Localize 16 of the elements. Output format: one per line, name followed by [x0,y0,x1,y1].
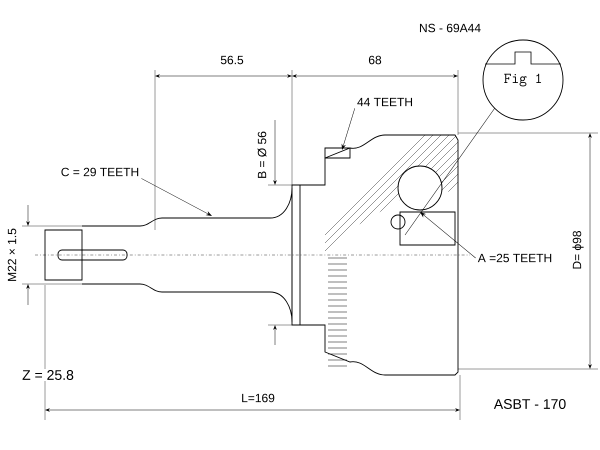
part-number: ASBT - 170 [492,398,568,410]
dimension-label: B = Ø 56 [256,130,268,180]
callout-text: 44 TEETH [355,96,415,108]
dimension-label: 68 [367,54,383,66]
dimension-label: 56.5 [219,54,245,66]
dimension-label: M22 × 1.5 [6,227,18,283]
dimension-label: L=169 [240,392,276,404]
dimension-label: Z = 25.8 [21,369,75,381]
leader-line [141,178,212,216]
part-number: NS - 69A44 [418,22,482,34]
leader-line [342,108,356,150]
leader-line [420,212,476,258]
leader-line [404,108,495,236]
callout-text: A =25 TEETH [476,252,554,264]
callout-text: C = 29 TEETH [58,166,142,178]
dimension-label: D= ϕ98 [571,229,585,271]
